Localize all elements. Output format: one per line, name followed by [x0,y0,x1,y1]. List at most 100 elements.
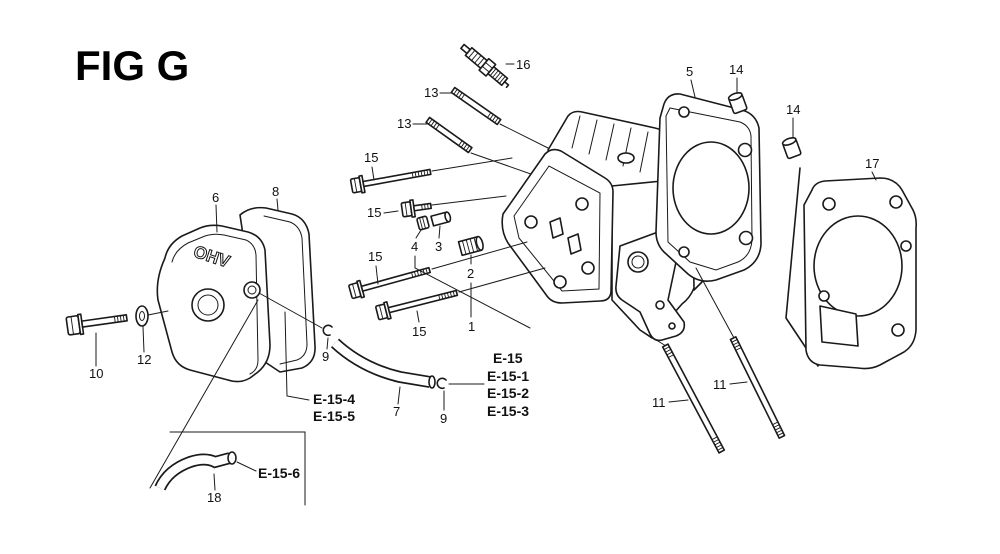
reference-e-15-6: E-15-6 [258,465,300,481]
bolt-shaft [80,314,128,328]
part-2-end [475,235,484,252]
callout-15-d: 15 [412,324,426,339]
callout-11-left: 11 [652,395,666,410]
bolt-head-facet [352,283,357,298]
leader-line [326,337,329,350]
reference-e-15: E-15 [493,350,523,366]
exhaust-port [627,251,649,273]
clip-right [436,377,447,390]
reference-e-15-2: E-15-2 [487,385,529,401]
bolt-threads [113,315,125,323]
callout-15-b: 15 [367,205,381,220]
assembly-line [639,267,735,347]
callout-9-right: 9 [440,411,447,426]
callout-15-c: 15 [368,249,382,264]
reference-e-15-1: E-15-1 [487,368,529,384]
callout-13-upper: 13 [424,85,438,100]
callout-8: 8 [272,184,279,199]
leader-line [416,310,420,323]
tube [330,338,436,389]
bolt-threads [411,169,429,178]
assembly-line [431,157,546,293]
head-rocker-rim [513,165,601,292]
tube-end [428,375,436,389]
gasket-right-bore [813,215,903,317]
callout-4: 4 [411,239,418,254]
part-3-end [444,211,452,223]
callout-1: 1 [468,319,475,334]
gasket-hole [891,323,905,337]
bolt-head-facet [378,305,384,319]
washer [135,305,149,327]
callout-15-a: 15 [364,150,378,165]
bolt-a [349,168,432,194]
callout-6: 6 [212,190,219,205]
clip-ring [322,324,333,337]
gasket-right [785,167,917,370]
stud-threads [731,339,784,436]
head-cover-edge [171,233,259,375]
stud-hole [655,300,665,310]
valve-stem [549,217,564,239]
stud-threads [453,89,499,123]
gasket-bolt-hole [678,246,690,258]
dowel-end [781,136,797,146]
exhaust-port-inner [631,255,645,269]
dowel-end [727,91,743,101]
spark-plug [460,43,510,89]
bolt-head-facet [404,202,408,217]
part-2 [457,235,484,257]
head-gasket [655,93,762,282]
gasket-hole [889,195,903,209]
stud-11-left [661,343,726,454]
cover-gasket-rim [263,215,308,365]
reference-e-15-3: E-15-3 [487,403,529,419]
tube-inner [332,339,431,387]
callout-5: 5 [686,64,693,79]
leader-line [415,229,422,239]
washer-inner [139,311,145,321]
spark-plug-hex-facets [482,62,493,73]
callout-14-lower: 14 [786,102,800,117]
clip-left [322,324,333,337]
clip-ring [436,377,447,390]
callout-16: 16 [516,57,530,72]
bolt-shaft [362,168,432,188]
spark-plug-thread-lines [489,68,506,84]
leader-line [871,171,877,181]
tube-lower-fitting [227,451,237,465]
part-2-ribs [461,237,479,255]
bolt-shaft [360,266,431,292]
leader-line [438,225,441,239]
reference-e-15-4: E-15-4 [313,391,355,407]
callout-12: 12 [137,352,151,367]
gasket-bolt-hole [737,142,753,158]
bolt-hole [553,275,567,289]
bolt-d [375,289,459,321]
bracket-line [149,299,306,506]
cover-nipple [243,281,261,299]
stud-body [450,86,502,126]
part-4 [416,215,430,231]
leader-line [213,473,216,491]
stud-threads [428,118,470,152]
callout-10: 10 [89,366,103,381]
stud-11-right [729,336,786,439]
stud-body [661,343,726,454]
callout-9-left: 9 [322,349,329,364]
figure-title: FIG G [75,42,189,89]
tube-lower [154,451,237,491]
assembly-line [147,310,169,316]
bolt-shaft [412,202,433,212]
bolt-c [348,266,431,300]
dowel-lower [781,136,802,160]
reference-line [284,311,310,401]
stud-upper [450,86,502,126]
part-3 [430,211,452,227]
bolt-hole [581,261,595,275]
part-4-coils [419,216,426,230]
cover-bolt [65,313,128,336]
dowel-upper [727,91,748,115]
cover-breather-hole [197,294,219,316]
